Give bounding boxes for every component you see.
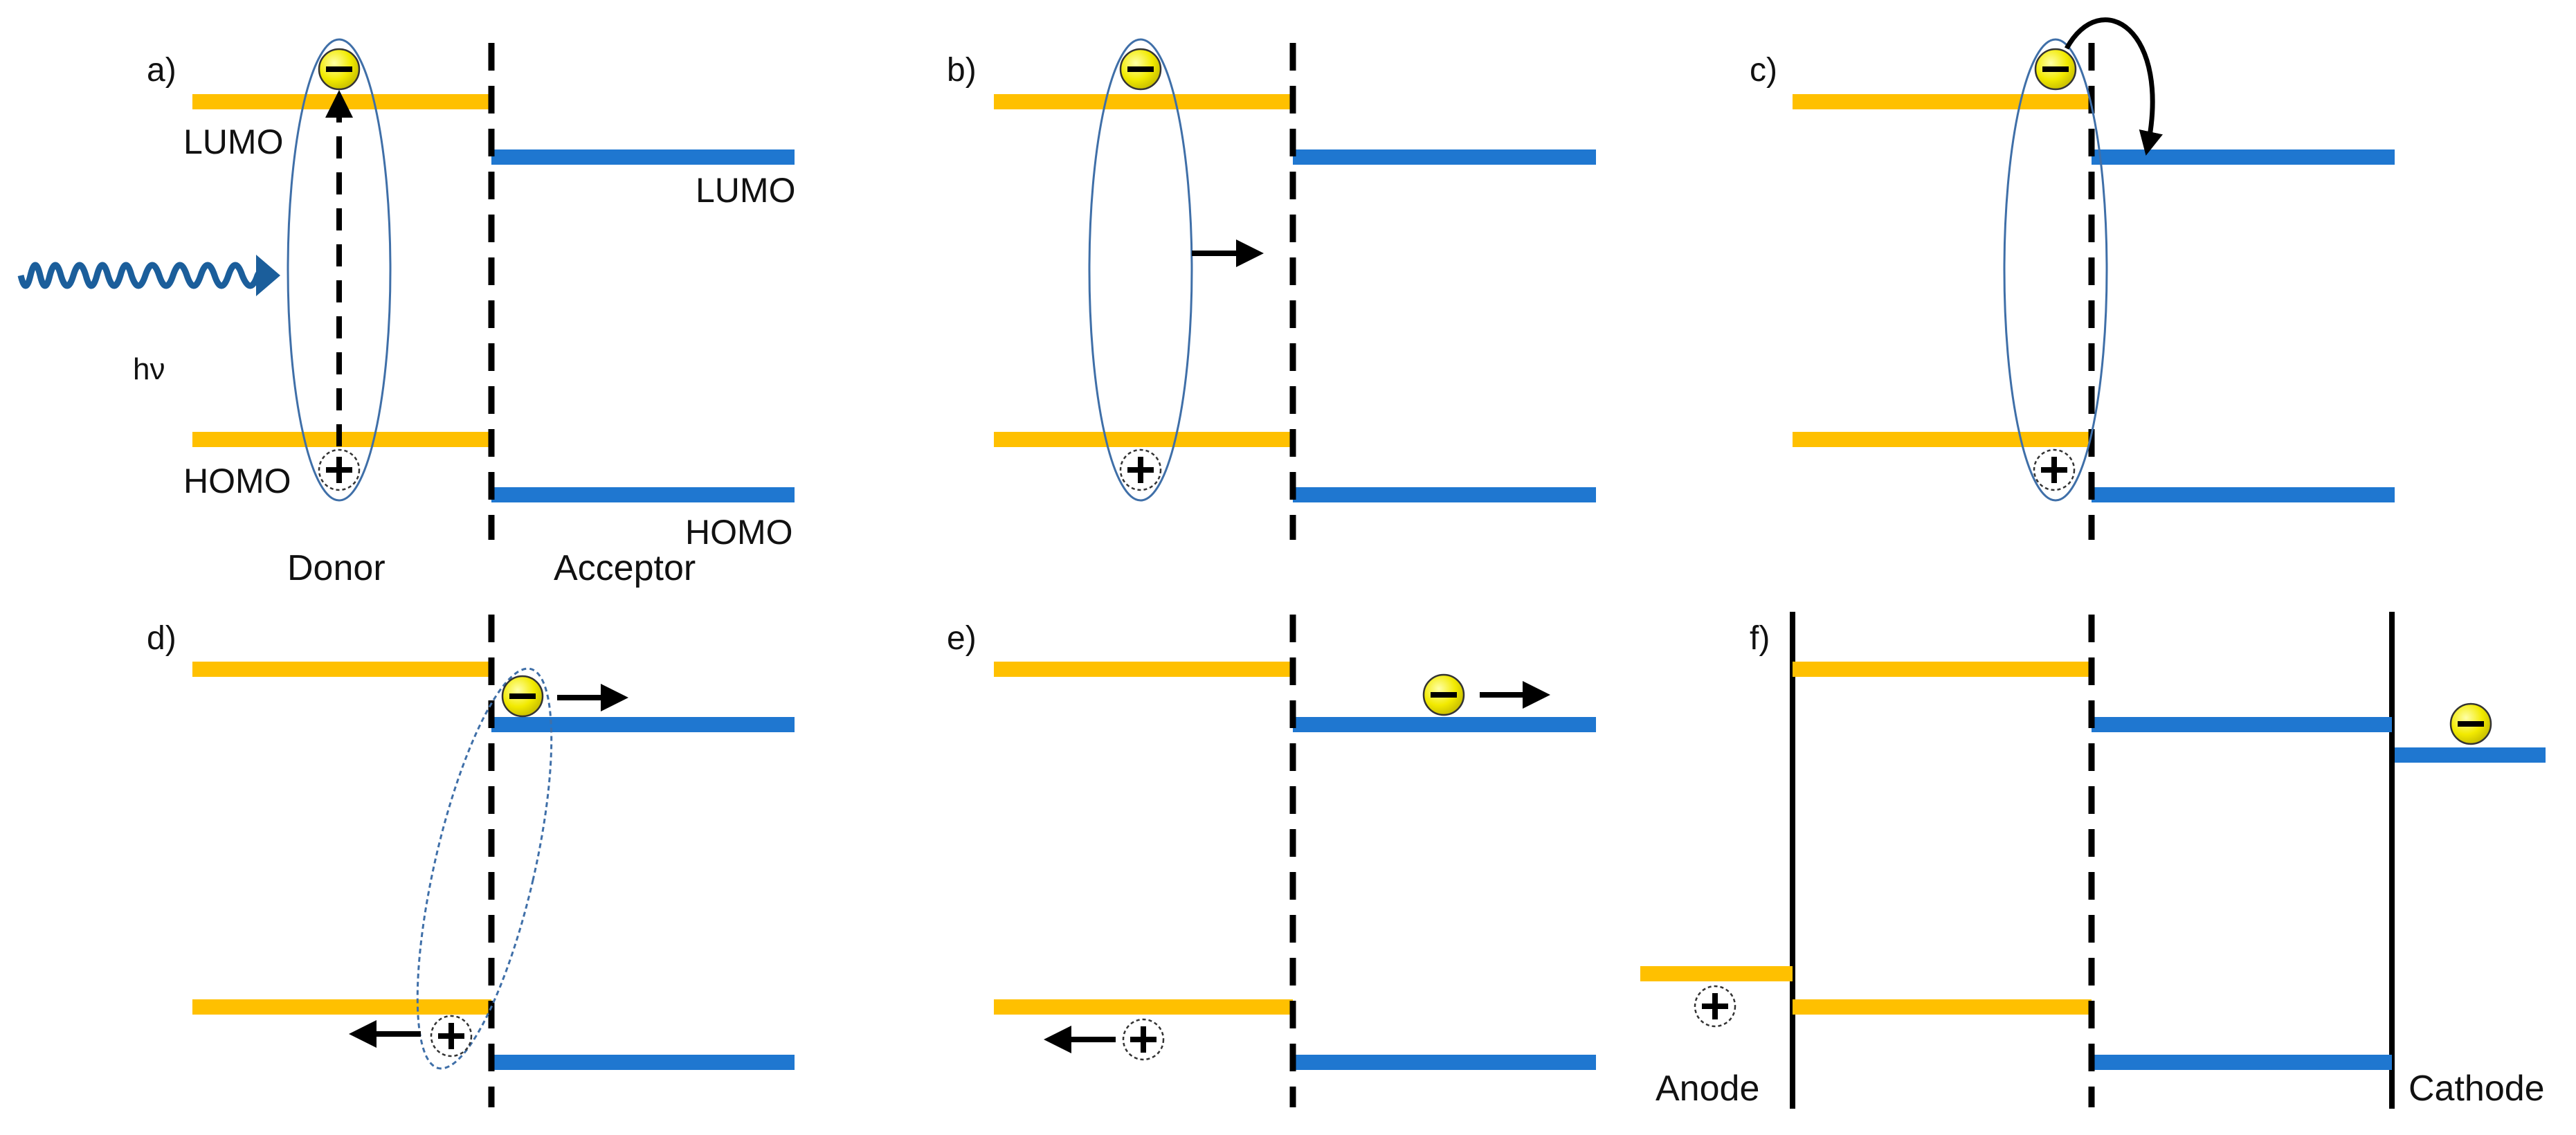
donor-lumo-level	[994, 94, 1293, 109]
acceptor-homo-level	[491, 487, 795, 502]
electron-icon	[318, 48, 361, 91]
hole-icon	[1122, 1018, 1165, 1061]
donor-homo-level	[1793, 999, 2092, 1015]
donor-lumo-label: LUMO	[183, 122, 283, 161]
panel-b: b)	[947, 38, 1596, 540]
anode-level	[1640, 966, 1793, 981]
donor-homo-level	[994, 999, 1293, 1015]
panel-label-c: c)	[1750, 52, 1777, 89]
exciton-ellipse	[2003, 38, 2108, 502]
panel-label-d: d)	[147, 620, 176, 657]
anode-label: Anode	[1656, 1069, 1759, 1109]
ct-state-ellipse	[416, 667, 553, 1070]
acceptor-lumo-level	[2092, 149, 2395, 165]
panel-f: f) Anode Cathode	[1640, 612, 2546, 1109]
donor-label: Donor	[287, 548, 386, 588]
panel-label-a: a)	[147, 52, 176, 89]
charge-transfer-arrow	[2064, 17, 2163, 156]
donor-homo-level	[192, 999, 491, 1015]
exciton-ellipse	[1088, 38, 1193, 502]
electron-icon	[1422, 673, 1465, 716]
panel-a: a) hν LUMO HOMO LUMO HOMO Donor Acceptor	[17, 38, 795, 588]
acceptor-lumo-level	[2092, 717, 2392, 732]
donor-homo-level	[994, 432, 1293, 447]
exciton-ellipse	[287, 38, 392, 502]
acceptor-lumo-level	[1293, 149, 1596, 165]
electron-icon	[501, 675, 544, 718]
electron-icon	[1119, 48, 1162, 91]
photon-wave-icon	[17, 255, 280, 296]
acceptor-lumo-label: LUMO	[696, 171, 795, 210]
panel-label-b: b)	[947, 52, 977, 89]
donor-lumo-level	[994, 662, 1293, 677]
acceptor-homo-level	[1293, 487, 1596, 502]
donor-lumo-level	[192, 662, 491, 677]
electron-icon	[2449, 702, 2492, 745]
hole-icon	[2033, 448, 2076, 491]
panel-e: e)	[947, 615, 1596, 1107]
donor-homo-label: HOMO	[183, 462, 291, 500]
hole-icon	[430, 1015, 473, 1057]
acceptor-homo-level	[2092, 1055, 2392, 1070]
panel-d: d)	[147, 615, 795, 1107]
photon-label: hν	[133, 352, 165, 386]
acceptor-homo-level	[491, 1055, 795, 1070]
panel-c: c)	[1750, 17, 2395, 540]
acceptor-lumo-level	[491, 717, 795, 732]
panel-label-e: e)	[947, 620, 977, 657]
hole-icon	[318, 448, 361, 491]
cathode-level	[2395, 747, 2546, 763]
acceptor-homo-label: HOMO	[685, 513, 793, 552]
cathode-label: Cathode	[2409, 1069, 2545, 1109]
donor-homo-level	[1793, 432, 2092, 447]
donor-lumo-level	[1793, 94, 2092, 109]
acceptor-lumo-level	[1293, 717, 1596, 732]
panel-label-f: f)	[1750, 620, 1770, 657]
donor-lumo-level	[1793, 662, 2092, 677]
hole-icon	[1694, 985, 1736, 1028]
acceptor-lumo-level	[491, 149, 795, 165]
acceptor-label: Acceptor	[554, 548, 696, 588]
acceptor-homo-level	[1293, 1055, 1596, 1070]
acceptor-homo-level	[2092, 487, 2395, 502]
electron-icon	[2034, 48, 2077, 91]
hole-icon	[1119, 448, 1162, 491]
